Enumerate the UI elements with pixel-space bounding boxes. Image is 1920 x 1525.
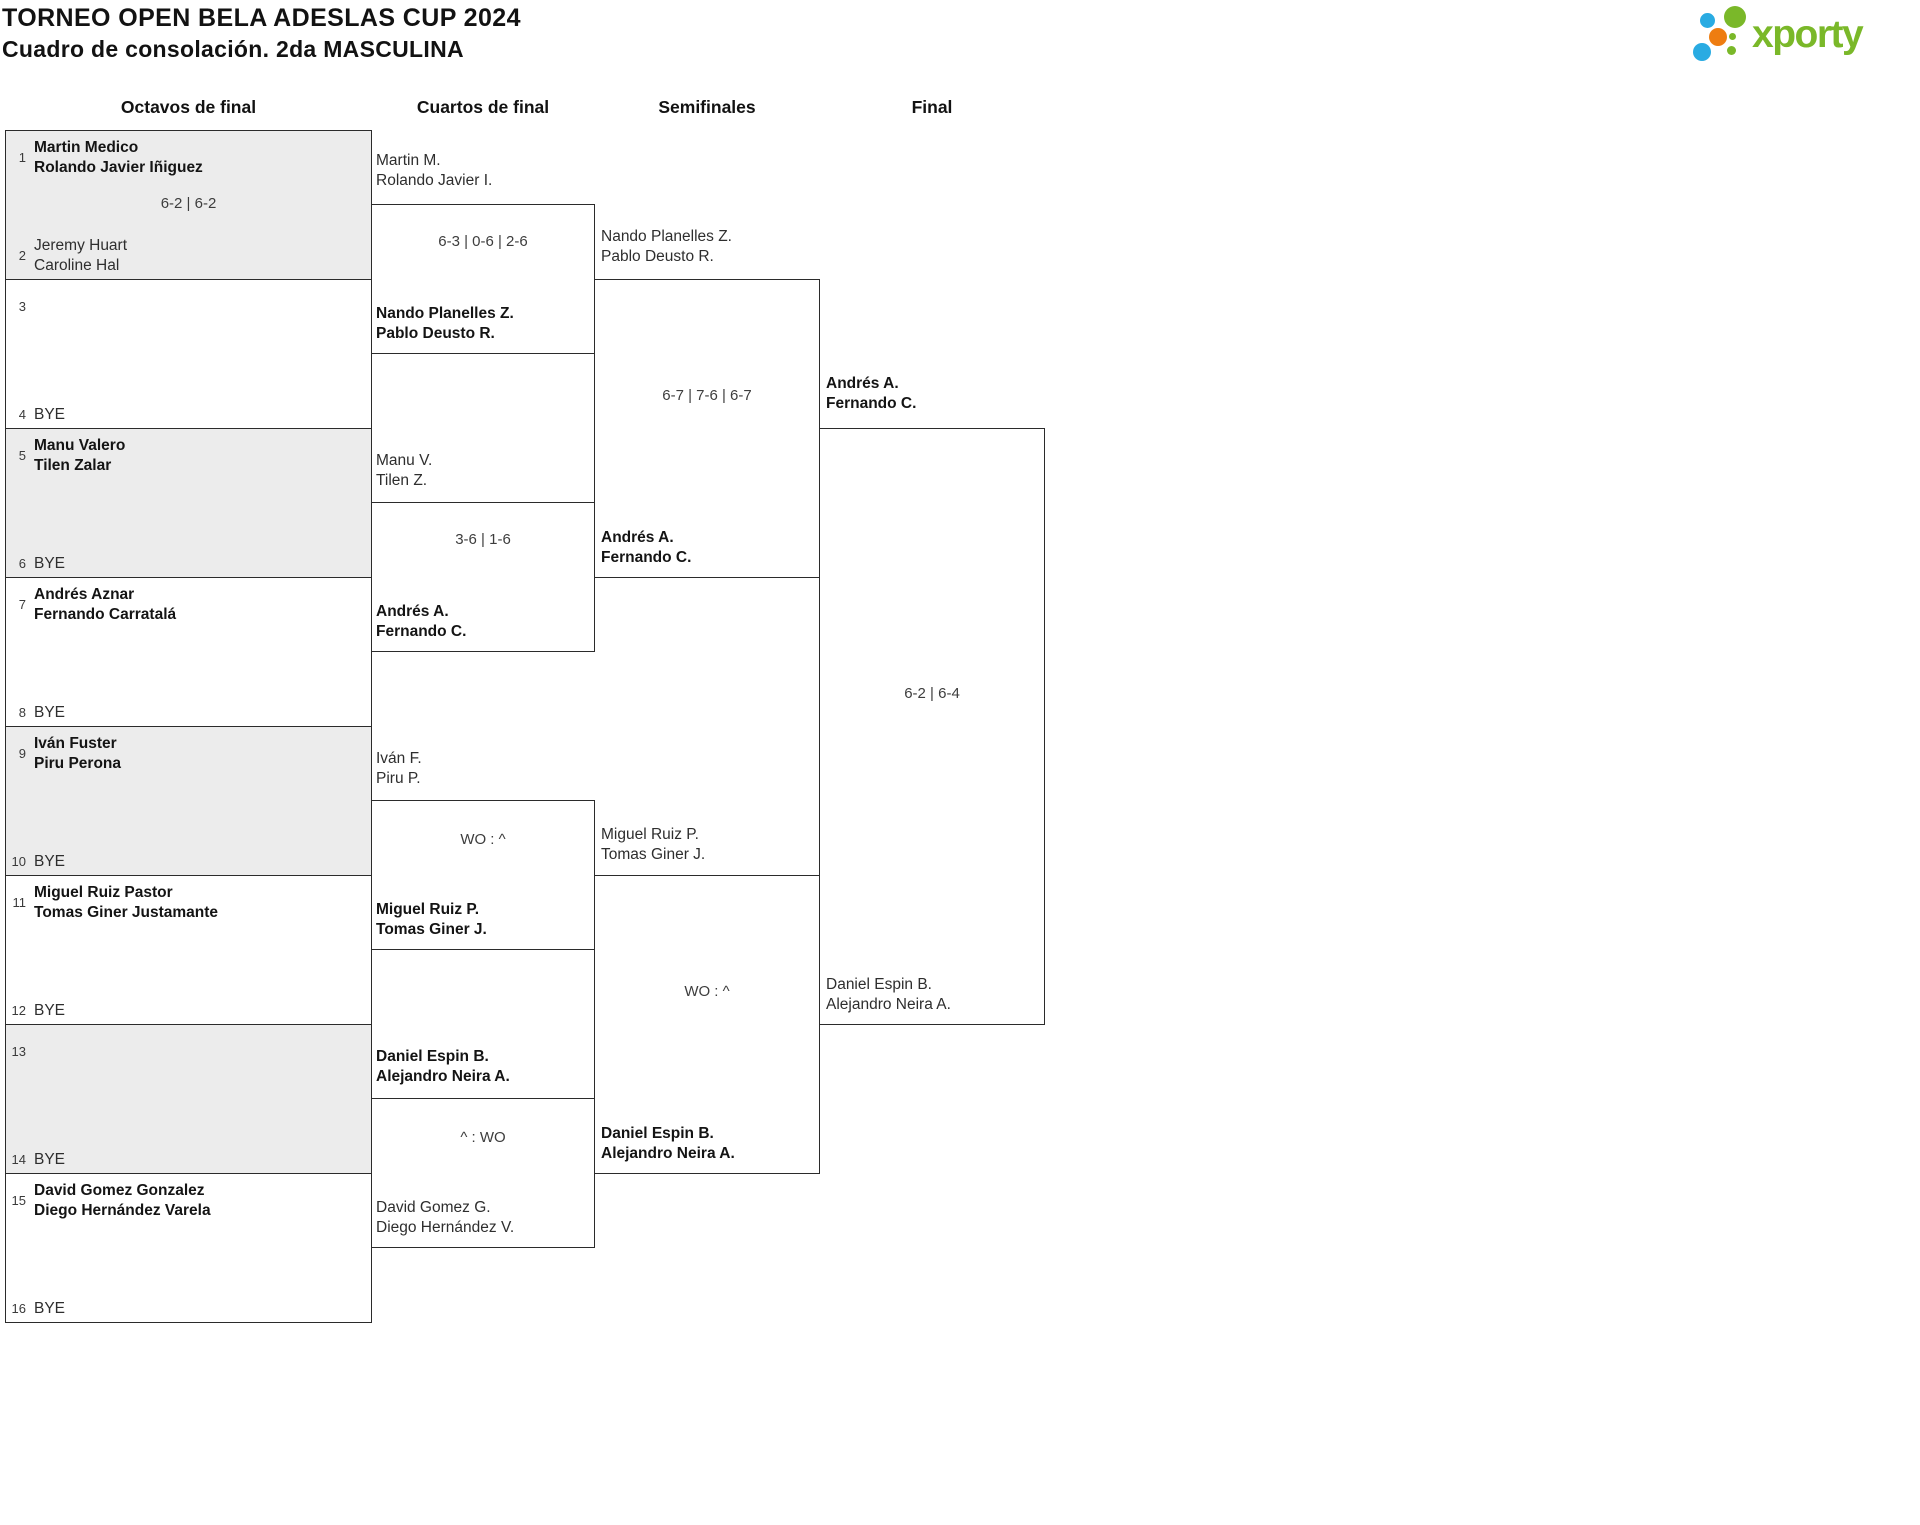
r16-match-1-score: 6-2 | 6-2 [160,195,217,212]
team-slot: 2 Jeremy Huart Caroline Hal [6,236,371,275]
r16-match-1: 1 Martin Medico Rolando Javier Iñiguez 2… [5,130,372,280]
team-slot: 13 [6,1032,371,1071]
team-slot: 15 David Gomez Gonzalez Diego Hernández … [6,1181,371,1220]
team-names: Miguel Ruiz Pastor Tomas Giner Justamant… [34,884,219,921]
team-slot: 6 BYE [6,554,371,574]
qf4-score: ^ : WO [460,1129,506,1146]
sf2-bottom-team: Daniel Espin B. Alejandro Neira A. [601,1125,735,1162]
sf1-bottom-team: Andrés A. Fernando C. [601,529,692,566]
round-header-semifinales: Semifinales [658,97,756,117]
team-names: Jeremy Huart Caroline Hal [34,237,128,274]
round-header-octavos: Octavos de final [120,97,257,117]
team-names: Iván Fuster Piru Perona [34,735,121,772]
team-slot: 7 Andrés Aznar Fernando Carratalá [6,585,371,624]
team-slot: 8 BYE [6,703,371,723]
qf3-bottom-team: Miguel Ruiz P. Tomas Giner J. [376,901,487,938]
seed-number: 11 [12,895,27,910]
team-slot: 1 Martin Medico Rolando Javier Iñiguez [6,138,371,177]
team-names: BYE [34,554,66,572]
sf1-score: 6-7 | 7-6 | 6-7 [662,387,752,404]
qf3-score: WO : ^ [460,831,506,848]
qf2-top-team: Manu V. Tilen Z. [376,452,433,489]
seed-number: 2 [18,248,26,263]
seed-number: 5 [18,448,26,463]
qf4-top-team: Daniel Espin B. Alejandro Neira A. [376,1048,510,1085]
logo-dot-green-large [1724,6,1746,28]
r16-match-8: 15 David Gomez Gonzalez Diego Hernández … [5,1173,372,1323]
team-slot: 9 Iván Fuster Piru Perona [6,734,371,773]
team-slot: 5 Manu Valero Tilen Zalar [6,436,371,475]
qf1-score: 6-3 | 0-6 | 2-6 [438,233,528,250]
logo-dot-green-small [1727,46,1736,55]
seed-number: 7 [18,597,26,612]
logo-wordmark: xporty [1752,13,1864,56]
seed-number: 3 [18,299,26,314]
team-slot: 14 BYE [6,1150,371,1170]
qf4-bottom-team: David Gomez G. Diego Hernández V. [376,1199,515,1236]
seed-number: 15 [11,1193,26,1208]
seed-number: 9 [18,746,26,761]
r16-match-3: 5 Manu Valero Tilen Zalar 6 BYE [5,428,372,578]
team-names: BYE [34,1001,66,1019]
r16-match-2: 3 4 BYE [5,279,372,429]
seed-number: 13 [11,1044,26,1059]
r16-match-7: 13 14 BYE [5,1024,372,1174]
seed-number: 4 [18,406,26,422]
r16-match-6: 11 Miguel Ruiz Pastor Tomas Giner Justam… [5,875,372,1025]
r16-match-4: 7 Andrés Aznar Fernando Carratalá 8 BYE [5,577,372,727]
team-slot: 12 BYE [6,1001,371,1021]
round-header-cuartos: Cuartos de final [416,97,550,117]
logo-dot-orange [1709,28,1727,46]
seed-number: 1 [18,150,26,165]
seed-number: 6 [18,555,26,571]
team-names: David Gomez Gonzalez Diego Hernández Var… [34,1182,211,1219]
sf1-top-team: Nando Planelles Z. Pablo Deusto R. [601,228,732,265]
logo-dot-blue-small [1700,13,1715,28]
seed-number: 12 [11,1002,26,1018]
r16-match-5: 9 Iván Fuster Piru Perona 10 BYE [5,726,372,876]
team-names: BYE [34,852,66,870]
qf2-bottom-team: Andrés A. Fernando C. [376,603,467,640]
team-slot: 3 [6,287,371,326]
team-names: BYE [34,703,66,721]
team-names: Manu Valero Tilen Zalar [34,437,126,474]
round-header-final: Final [911,97,953,117]
seed-number: 14 [11,1151,26,1167]
seed-number: 8 [18,704,26,720]
sf2-top-team: Miguel Ruiz P. Tomas Giner J. [601,826,706,863]
team-names: BYE [34,1150,66,1168]
team-slot: 11 Miguel Ruiz Pastor Tomas Giner Justam… [6,883,371,922]
final-bottom-team: Daniel Espin B. Alejandro Neira A. [826,976,951,1013]
final-top-team: Andrés A. Fernando C. [826,375,917,412]
team-names: BYE [34,405,66,423]
page-title: TORNEO OPEN BELA ADESLAS CUP 2024 [2,4,521,32]
logo-dot-blue-medium [1693,43,1711,61]
page-subtitle: Cuadro de consolación. 2da MASCULINA [2,36,464,62]
qf1-bottom-team: Nando Planelles Z. Pablo Deusto R. [376,305,514,342]
team-slot: 4 BYE [6,405,371,425]
team-names: BYE [34,1299,66,1317]
final-match-box [819,428,1045,1025]
seed-number: 10 [11,853,26,869]
qf1-top-team: Martin M. Rolando Javier I. [376,152,493,189]
qf2-score: 3-6 | 1-6 [455,531,511,548]
qf3-top-team: Iván F. Piru P. [376,750,422,787]
team-slot: 16 BYE [6,1299,371,1319]
sf2-score: WO : ^ [684,983,730,1000]
team-names: Andrés Aznar Fernando Carratalá [34,586,177,623]
team-names: Martin Medico Rolando Javier Iñiguez [34,139,203,176]
final-score: 6-2 | 6-4 [904,685,960,702]
seed-number: 16 [11,1300,26,1316]
team-slot: 10 BYE [6,852,371,872]
logo-dot-green-tiny [1729,33,1736,40]
